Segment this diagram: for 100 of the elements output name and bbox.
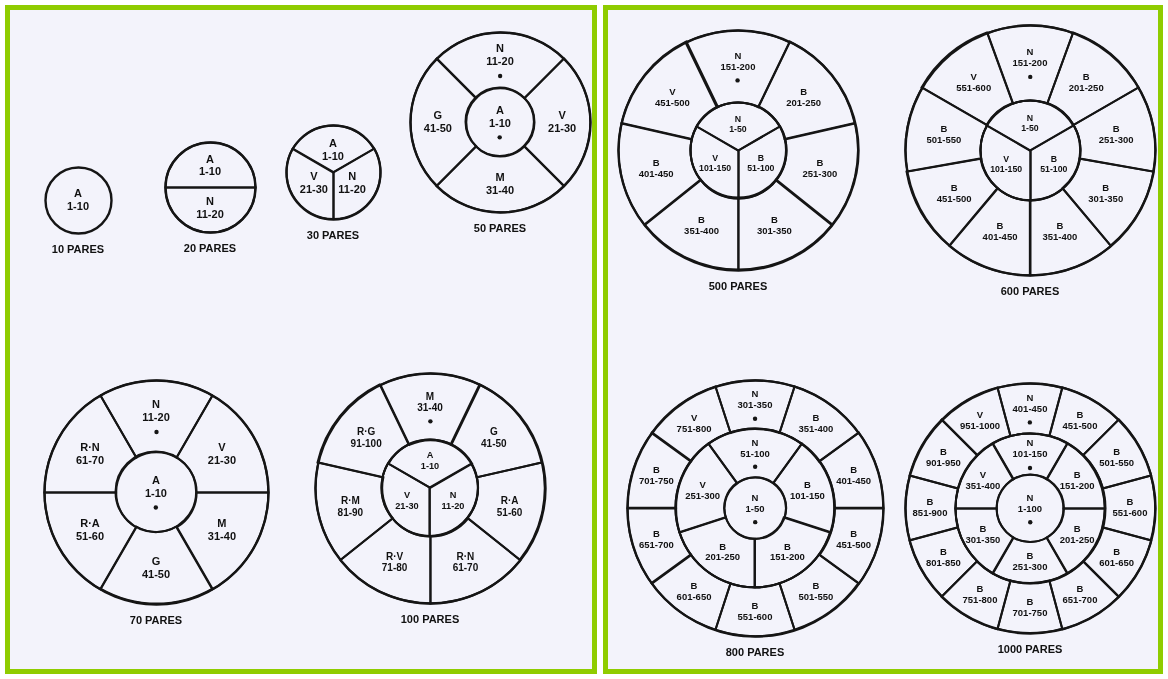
- color-code: R·A: [79, 517, 101, 531]
- pair-range: 81-90: [337, 506, 364, 518]
- color-code: B: [689, 580, 699, 592]
- color-code: G: [488, 425, 499, 438]
- cable-caption: 70 PARES: [129, 614, 183, 626]
- cable-caption: 800 PARES: [725, 646, 785, 658]
- pair-range: 551-600: [1112, 508, 1148, 519]
- color-code: B: [949, 182, 959, 194]
- color-code: B: [939, 123, 949, 135]
- pair-range: 801-850: [925, 558, 961, 569]
- pair-range: 151-200: [1059, 480, 1095, 492]
- color-code: B: [849, 529, 859, 541]
- color-code: B: [697, 214, 706, 226]
- color-code: B: [799, 86, 809, 98]
- pair-range: 51-100: [1040, 163, 1068, 174]
- pair-range: 91-100: [350, 437, 382, 449]
- color-code: R·M: [339, 494, 361, 507]
- pair-range: 101-150: [1012, 449, 1048, 461]
- color-code: B: [750, 600, 760, 612]
- pair-range: 451-500: [836, 540, 872, 551]
- cable-caption: 500 PARES: [708, 280, 768, 292]
- color-code: B: [1101, 182, 1111, 194]
- color-code: B: [849, 465, 859, 476]
- pair-range: 51-60: [496, 506, 523, 518]
- color-code: B: [1025, 551, 1035, 563]
- pair-range: 901-950: [925, 458, 961, 469]
- color-code: N: [347, 170, 358, 184]
- color-code: B: [1111, 123, 1121, 135]
- cable-caption: 10 PARES: [51, 243, 105, 255]
- pair-range: 601-650: [676, 591, 712, 603]
- pair-range: 701-750: [1012, 608, 1048, 619]
- color-code: G: [432, 109, 444, 122]
- pair-range: 151-200: [720, 61, 756, 73]
- pair-range: 151-200: [1012, 58, 1048, 70]
- color-code: B: [1072, 469, 1082, 481]
- pair-range: 751-800: [676, 424, 712, 435]
- pair-range: 101-150: [990, 163, 1023, 174]
- pair-range: 601-650: [1099, 558, 1135, 569]
- pair-range: 11-20: [486, 54, 514, 68]
- color-code: N: [1025, 47, 1035, 59]
- color-code: B: [1112, 447, 1122, 458]
- color-code: G: [150, 555, 162, 569]
- color-code: N: [1025, 112, 1035, 123]
- color-code: N: [205, 195, 215, 209]
- pair-range: 401-450: [982, 232, 1018, 244]
- color-code: B: [782, 541, 792, 553]
- pair-range: 51-100: [740, 448, 770, 460]
- pair-range: 351-400: [965, 480, 1001, 492]
- pair-range: 351-400: [1042, 232, 1078, 244]
- pair-range: 651-700: [638, 540, 674, 551]
- color-code: A: [495, 104, 505, 118]
- cable-caption: 600 PARES: [1000, 285, 1060, 297]
- pair-range: 21-30: [395, 501, 419, 512]
- color-code: V: [668, 86, 677, 98]
- color-code: B: [770, 214, 779, 226]
- cable-caption: 100 PARES: [400, 613, 460, 625]
- pair-range: 51-60: [75, 530, 105, 543]
- pair-range: 1-10: [144, 487, 167, 500]
- color-code: B: [938, 447, 948, 458]
- color-code: R·V: [384, 550, 405, 562]
- color-code: R·G: [355, 425, 377, 438]
- pair-range: 21-30: [548, 122, 577, 135]
- pair-range: 401-450: [836, 475, 872, 487]
- color-code: A: [205, 153, 215, 166]
- color-code: N: [1025, 492, 1035, 504]
- pair-range: 251-300: [802, 168, 838, 180]
- pair-range: 251-300: [685, 490, 721, 502]
- color-code: V: [969, 72, 978, 83]
- color-code: V: [975, 410, 985, 422]
- color-code: A: [328, 137, 338, 150]
- cable-caption: 20 PARES: [183, 242, 237, 254]
- color-code: V: [698, 480, 707, 491]
- pair-range: 1-10: [488, 117, 511, 130]
- pair-range: 101-150: [789, 490, 825, 502]
- color-code: R·N: [79, 441, 101, 454]
- color-code: B: [1112, 547, 1122, 558]
- color-code: V: [402, 490, 412, 502]
- color-code: N: [1025, 392, 1035, 404]
- pair-range: 1-10: [199, 165, 221, 179]
- color-code: B: [1055, 221, 1065, 233]
- color-code: R·N: [455, 550, 476, 562]
- pair-range: 11-20: [338, 183, 366, 196]
- pair-range: 301-350: [757, 225, 792, 237]
- cable-caption: 1000 PARES: [997, 643, 1063, 655]
- pair-range: 301-350: [737, 400, 773, 411]
- color-code: M: [424, 390, 436, 402]
- pair-range: 11-20: [196, 208, 224, 221]
- color-code: B: [975, 583, 985, 595]
- color-code: N: [733, 113, 743, 124]
- pair-range: 451-500: [654, 97, 690, 109]
- pair-range: 351-400: [798, 424, 834, 435]
- color-code: B: [651, 465, 661, 476]
- pair-range: 1-10: [67, 200, 89, 213]
- color-code: B: [811, 413, 821, 425]
- pair-range: 401-450: [1012, 403, 1048, 415]
- color-code: B: [1025, 597, 1035, 608]
- pair-range: 501-550: [1099, 458, 1135, 469]
- color-code: B: [938, 547, 948, 558]
- pair-range: 451-500: [1062, 421, 1098, 433]
- color-code: B: [718, 541, 728, 553]
